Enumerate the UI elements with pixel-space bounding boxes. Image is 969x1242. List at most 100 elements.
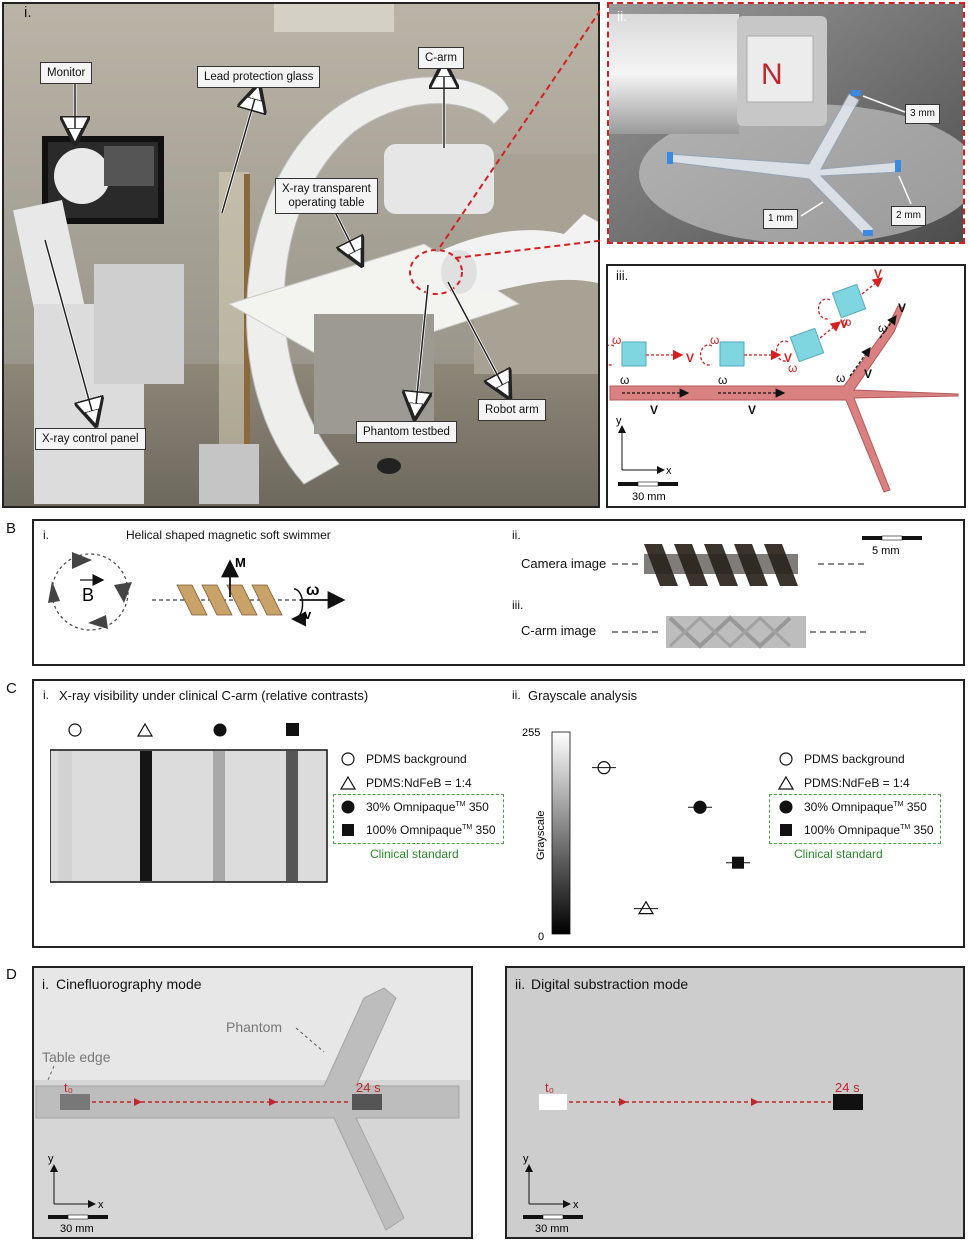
panel-c-frame (32, 679, 965, 948)
b-field-label: B (82, 585, 94, 605)
vm-red-2: V (784, 351, 792, 365)
grayscale-point-circle-filled (693, 800, 707, 814)
panel-c-ii-title: Grayscale analysis (528, 688, 638, 703)
grayscale-point-triangle-open (637, 900, 655, 915)
camera-swimmer-photo (644, 544, 798, 586)
omega-black-2: ω (718, 373, 727, 387)
panel-a-iii-tag: iii. (616, 268, 629, 283)
axis-x-label-d2: x (573, 1199, 579, 1211)
panel-c-ii-tag: ii. (512, 688, 521, 702)
panel-b-ii-tag: ii. (512, 528, 521, 542)
omega-red-1: ω (612, 333, 621, 347)
scale-bar-d2: 30 mm (535, 1223, 569, 1235)
legend-c-i-row-2: PDMS:NdFeB = 1:4 (340, 775, 472, 791)
panel-a-i-tag: i. (24, 4, 32, 21)
panel-letter-b: B (6, 520, 17, 537)
legend-c-ii-row-3: 30% OmnipaqueTM 350 (778, 799, 927, 815)
legend-c-i-row-1: PDMS background (340, 751, 467, 767)
grayscale-point-square-filled (732, 856, 744, 869)
velocity-label-b: v (304, 607, 312, 622)
panel-d-i-frame: y x 30 mm t₀ 24 s Phantom Table edge i. … (32, 966, 473, 1239)
callout-lead-glass: Lead protection glass (197, 66, 321, 88)
marker-square-filled (286, 723, 299, 736)
callout-table: X-ray transparent operating table (275, 178, 378, 214)
legend2-icon-circle-filled (779, 800, 793, 814)
axis-y-label-d2: y (523, 1153, 529, 1165)
carm-swimmer-image (666, 615, 806, 649)
clinical-standard-label-2: Clinical standard (794, 847, 883, 861)
marker-circle-filled (213, 723, 227, 737)
legend-c-i-row-4: 100% OmnipaqueTM 350 (340, 822, 496, 838)
grayscale-point-circle-open (597, 761, 611, 775)
omega-black-3: ω (836, 371, 845, 385)
panel-d-i-title: Cinefluorography mode (56, 976, 202, 992)
scale-bar-b: 5 mm (872, 545, 900, 557)
vm-black-2: V (748, 403, 756, 417)
panel-c-i-tag: i. (43, 688, 49, 702)
axis-x-label-d1: x (98, 1199, 104, 1211)
clinical-standard-label-1: Clinical standard (370, 847, 459, 861)
axis-y-label-a: y (616, 415, 622, 427)
panel-a-iii-diagram: ω ω ω ω V V V V ω ω ω ω V V V V y x 30 m… (606, 264, 966, 508)
legend-c-ii-row-1: PDMS background (778, 751, 905, 767)
omega-label-b: ω (306, 582, 320, 599)
legend-icon-square-filled (342, 824, 354, 836)
legend-c-ii-row-4: 100% OmnipaqueTM 350 (778, 822, 934, 838)
dim-1mm: 1 mm (763, 209, 798, 229)
vm-red-3: V (840, 317, 848, 331)
swimmer-schematic: B M ω v (48, 552, 346, 631)
legend-icon-triangle-open (340, 775, 356, 790)
marker-circle-open (68, 723, 82, 737)
dim-arrows (800, 95, 912, 217)
panel-a-ii-photo: ii. N 3 mm 2 mm 1 mm (607, 2, 965, 244)
omega-red-2: ω (710, 333, 719, 347)
dim-2mm: 2 mm (891, 206, 926, 226)
legend2-icon-square-filled (780, 824, 792, 836)
xray-visibility-image (50, 722, 328, 883)
magnet-phantom-closeup (609, 4, 963, 242)
table-edge-label: Table edge (42, 1049, 111, 1065)
digital-subtraction-image: y x 30 mm t₀ 24 s (507, 968, 963, 1237)
swimmer-images: 5 mm (612, 535, 922, 649)
clinical-standard-box-2 (769, 794, 941, 844)
grayscale-chart: 255 0 Grayscale (522, 727, 750, 943)
omega-red-4: ω (842, 315, 851, 329)
panel-d-ii-title: Digital substraction mode (531, 976, 689, 992)
grayscale-axis-label: Grayscale (535, 810, 547, 860)
callout-c-arm: C-arm (418, 47, 464, 69)
panel-c-i-title: X-ray visibility under clinical C-arm (r… (59, 688, 369, 703)
swimmer-end-dsa (833, 1094, 863, 1110)
legend2-icon-triangle-open (778, 775, 794, 790)
panel-d-ii-tag: ii. (515, 976, 526, 992)
clinical-standard-box-1 (333, 794, 504, 844)
swimmer-start-cine (60, 1094, 90, 1110)
vm-red-1: V (686, 351, 694, 365)
time-start-d1: t₀ (64, 1080, 73, 1095)
magnet-path-diagram: ω ω ω ω V V V V ω ω ω ω V V V V y x 30 m… (608, 267, 959, 503)
phantom-label: Phantom (226, 1019, 282, 1035)
cinefluorography-image: y x 30 mm t₀ 24 s Phantom Table edge (34, 968, 471, 1237)
callout-robot: Robot arm (478, 399, 546, 421)
magnet-north-label: N (761, 58, 783, 91)
axis-min-label: 0 (538, 931, 544, 943)
panel-letter-d: D (6, 966, 17, 983)
callout-phantom: Phantom testbed (356, 421, 457, 443)
legend-icon-circle-filled (341, 800, 355, 814)
axis-y-label-d1: y (48, 1153, 54, 1165)
legend-c-ii-row-2: PDMS:NdFeB = 1:4 (778, 775, 910, 791)
legend-c-i-row-3: 30% OmnipaqueTM 350 (340, 799, 489, 815)
magnetization-label: M (235, 555, 246, 570)
callout-control: X-ray control panel (35, 428, 146, 450)
camera-image-label: Camera image (521, 556, 607, 571)
callout-monitor: Monitor (40, 62, 93, 84)
panel-d-ii-frame: y x 30 mm t₀ 24 s ii. Digital substracti… (505, 966, 965, 1239)
marker-triangle-open (136, 722, 154, 737)
panel-b-i-title: Helical shaped magnetic soft swimmer (126, 528, 331, 542)
time-start-d2: t₀ (545, 1080, 554, 1095)
vm-black-3: V (864, 367, 872, 381)
scale-bar-d1: 30 mm (60, 1223, 94, 1235)
vm-black-1: V (650, 403, 658, 417)
scale-bar-a: 30 mm (632, 491, 666, 503)
legend-icon-circle-open (341, 752, 355, 766)
swimmer-start-dsa (539, 1094, 567, 1110)
